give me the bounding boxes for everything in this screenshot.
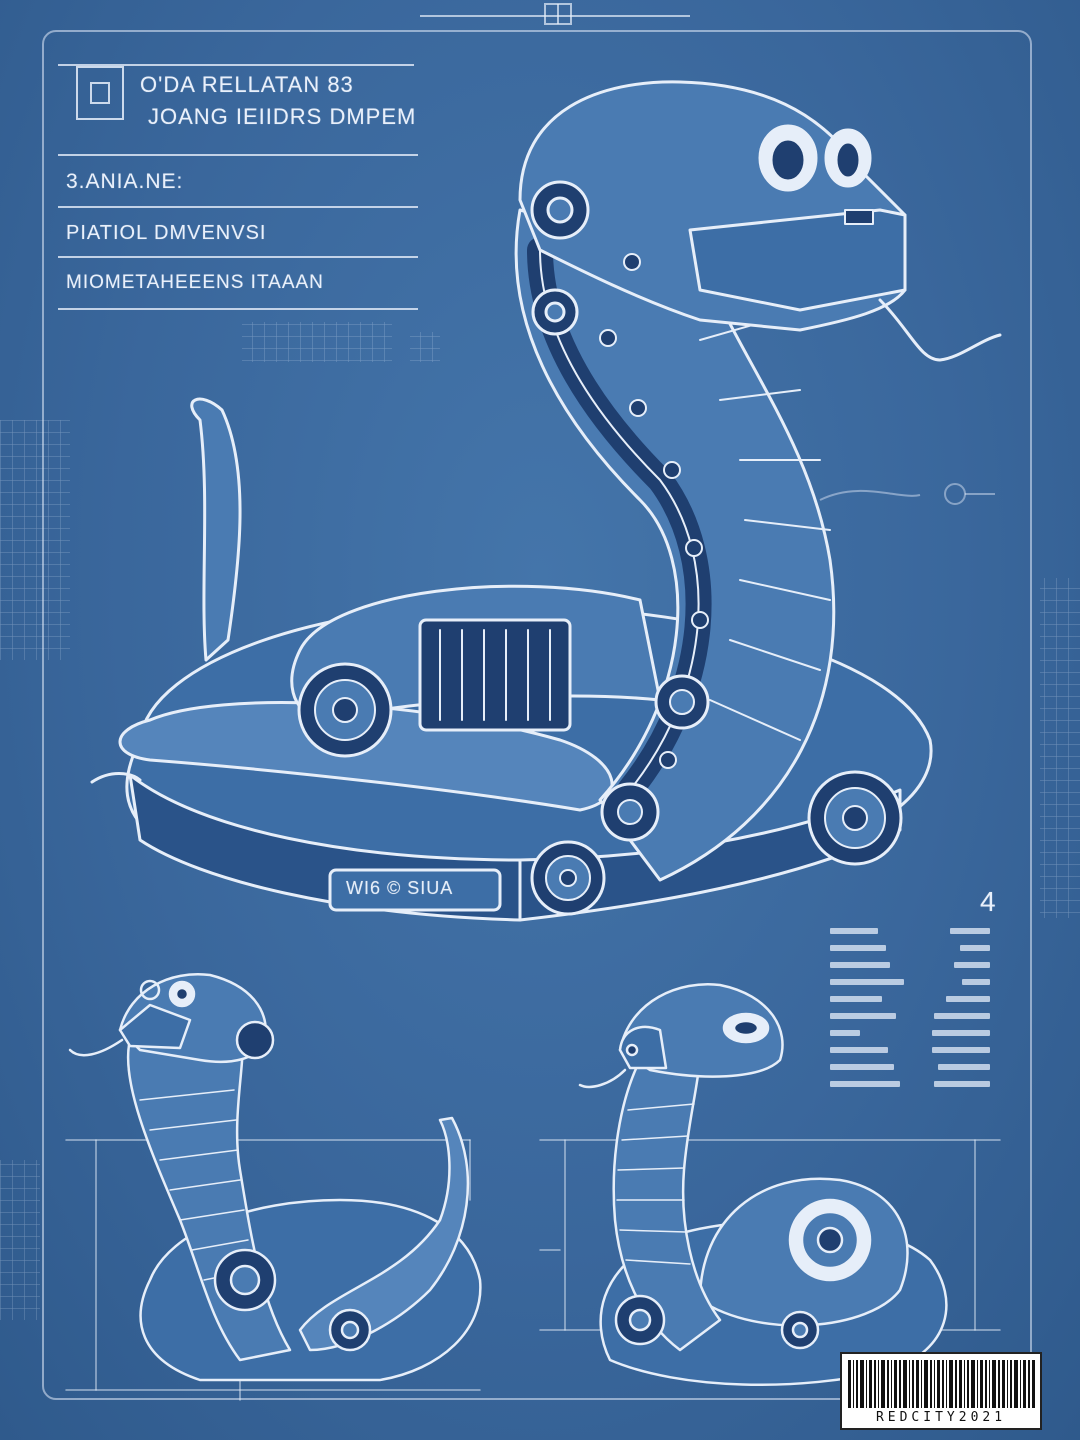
header-rule <box>58 206 418 208</box>
right-snout <box>618 1025 668 1070</box>
wheel-front <box>530 840 606 916</box>
left-head-joint <box>235 1020 275 1060</box>
left-neck-segments <box>139 1089 255 1281</box>
spec-row <box>830 990 990 1007</box>
right-pupil <box>732 1019 760 1037</box>
header-row-2: PIATIOL DMVENVSI <box>66 222 267 244</box>
right-tongue <box>578 1068 627 1089</box>
figure-number: 4 <box>980 886 996 917</box>
dimension-lines-left <box>65 1139 481 1401</box>
eye-right-pupil <box>834 140 862 180</box>
barcode-icon <box>848 1360 1035 1408</box>
spec-table <box>830 922 990 1092</box>
header-rule <box>58 64 414 66</box>
engine-fins <box>439 629 551 721</box>
spec-row <box>830 939 990 956</box>
wheel-center <box>654 674 710 730</box>
wheel-right <box>807 770 903 866</box>
spec-row <box>830 956 990 973</box>
right-neck-segments <box>616 1103 695 1265</box>
spec-row <box>830 1024 990 1041</box>
header-rule <box>58 154 418 156</box>
header-rule <box>58 308 418 310</box>
left-snout <box>118 1003 192 1050</box>
right-wheel-core <box>628 1308 652 1332</box>
barcode-text: REDCITY2021 <box>875 1410 1007 1425</box>
header-title-line-2: JOANG IEIIDRS DMPEM <box>148 104 417 129</box>
barcode-label: REDCITY2021 <box>840 1352 1042 1430</box>
right-gear-hub <box>816 1226 844 1254</box>
main-robot-snake <box>90 80 1002 922</box>
engine-block <box>418 618 572 732</box>
eye-left-pupil <box>769 137 807 183</box>
tongue <box>878 298 1002 362</box>
left-ear-ring <box>139 979 161 1001</box>
plate-label: WI6 © SIUA <box>346 878 454 898</box>
spec-row <box>830 1041 990 1058</box>
name-plate <box>328 868 502 912</box>
neck-joint-core <box>544 301 566 323</box>
edge-grid-panels <box>0 322 1080 1320</box>
front-tip <box>90 772 142 784</box>
logo-inner-square <box>90 82 110 104</box>
left-tongue <box>68 1038 124 1057</box>
nostril-plate <box>844 209 874 225</box>
spec-row <box>830 1058 990 1075</box>
logo-box <box>76 66 124 120</box>
sheet-border-frame <box>42 30 1032 1400</box>
wheel-mid <box>600 782 660 842</box>
left-wheel-core <box>229 1264 261 1296</box>
right-wheel-small-core <box>791 1321 809 1339</box>
spec-row <box>830 1075 990 1092</box>
small-robot-snake-right <box>539 983 1001 1386</box>
left-wheel-small-core <box>340 1320 360 1340</box>
header-row-3: MIOMETAHEEENS ITAAAN <box>66 272 324 293</box>
spec-row <box>830 973 990 990</box>
left-tail <box>298 1116 470 1352</box>
top-edge-marks <box>420 3 690 25</box>
header-row-1: 3.ANIA.NE: <box>66 170 184 193</box>
spec-row <box>830 1007 990 1024</box>
tail-upper <box>190 397 242 662</box>
neck <box>514 208 836 882</box>
faint-annotation-right <box>819 483 995 505</box>
wheel-left <box>297 662 393 758</box>
spec-row <box>830 922 990 939</box>
small-robot-snake-left <box>65 973 482 1401</box>
header-title-line-1: O'DA RELLATAN 83 <box>140 72 354 97</box>
head-joint-core <box>546 196 574 224</box>
header-rule <box>58 256 418 258</box>
right-nostril <box>625 1043 639 1057</box>
left-pupil <box>174 986 190 1002</box>
snout <box>688 208 907 312</box>
